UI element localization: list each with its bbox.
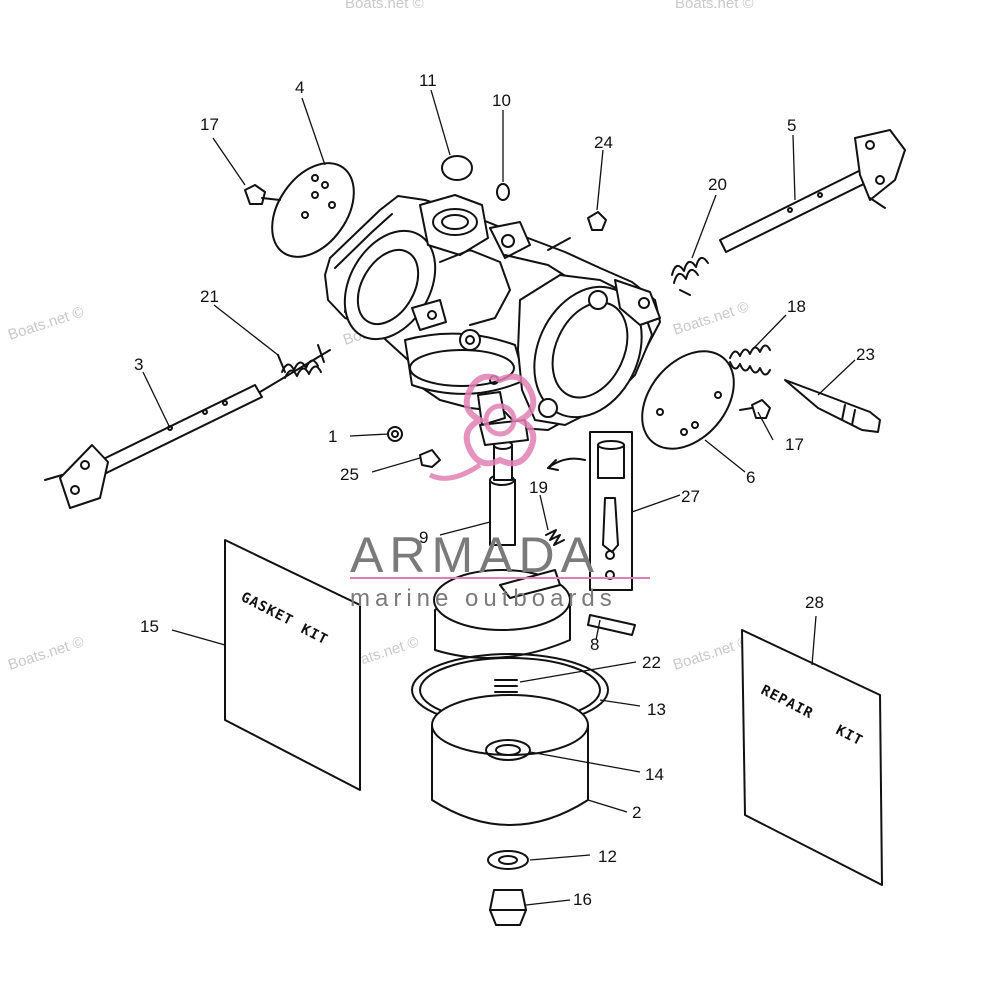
part-label-24: 24 (594, 133, 613, 152)
brand-tagline: marine outboards (350, 585, 617, 612)
part-label-1: 1 (328, 427, 337, 446)
part-label-20: 20 (708, 175, 727, 194)
jet-10 (496, 183, 510, 201)
shaft-3 (44, 349, 331, 509)
shaft-5 (719, 129, 906, 253)
part-label-17: 17 (200, 115, 219, 134)
part-label-27: 27 (681, 487, 700, 506)
repair-kit-card: REPAIR KIT (741, 629, 883, 886)
part-label-21: 21 (200, 287, 219, 306)
spring-21 (277, 344, 325, 379)
part-label-2: 2 (632, 803, 641, 822)
plug-16 (489, 889, 527, 926)
part-label-15: 15 (140, 617, 159, 636)
part-label-23: 23 (856, 345, 875, 364)
watermark-text: Boats.net © (671, 298, 751, 338)
part-label-18: 18 (787, 297, 806, 316)
brand-name: ARMADA (350, 527, 600, 583)
watermark-text: Boats.net © (345, 0, 424, 12)
part-label-6: 6 (746, 468, 755, 487)
screw-17-right (739, 399, 771, 419)
screw-25 (419, 449, 441, 468)
gasket-kit-card: GASKET KIT (224, 539, 361, 791)
plate-4 (271, 162, 355, 258)
spring-20 (671, 256, 709, 296)
part-label-13: 13 (647, 700, 666, 719)
part-label-14: 14 (645, 765, 664, 784)
washer-1 (387, 426, 403, 442)
watermark-text: Boats.net © (671, 633, 751, 673)
part-label-22: 22 (642, 653, 661, 672)
part-label-16: 16 (573, 890, 592, 909)
leader-lines (142, 89, 856, 906)
armada-logo: ARMADA marine outboards (350, 373, 650, 612)
watermark-text: Boats.net © (675, 0, 754, 12)
part-label-17b: 17 (785, 435, 804, 454)
part-label-19: 19 (529, 478, 548, 497)
part-label-12: 12 (598, 847, 617, 866)
tube-9 (479, 419, 529, 546)
spring-18 (729, 344, 771, 376)
washer-12 (487, 850, 529, 870)
carburetor-body (324, 194, 661, 431)
part-labels: 17 4 11 10 24 20 5 21 3 18 23 17 6 1 25 … (134, 71, 875, 909)
screw-24 (587, 211, 607, 231)
watermark-text: Boats.net © (6, 303, 86, 343)
part-label-28: 28 (805, 593, 824, 612)
needle-23 (784, 379, 881, 433)
spring-19 (545, 529, 565, 546)
part-label-25: 25 (340, 465, 359, 484)
part-label-4: 4 (295, 78, 304, 97)
part-label-5: 5 (787, 116, 796, 135)
spring-22 (494, 679, 518, 705)
part-label-3: 3 (134, 355, 143, 374)
part-label-9: 9 (419, 528, 428, 547)
part-label-8: 8 (590, 635, 599, 654)
plate-6 (641, 350, 735, 450)
needle-valve-27 (589, 431, 633, 591)
float-cap-11 (441, 155, 473, 181)
watermark-text: Boats.net © (6, 633, 86, 673)
screw-17-upper (244, 184, 281, 205)
part-label-10: 10 (492, 91, 511, 110)
part-label-11: 11 (419, 71, 437, 90)
bowl-2 (431, 694, 589, 826)
